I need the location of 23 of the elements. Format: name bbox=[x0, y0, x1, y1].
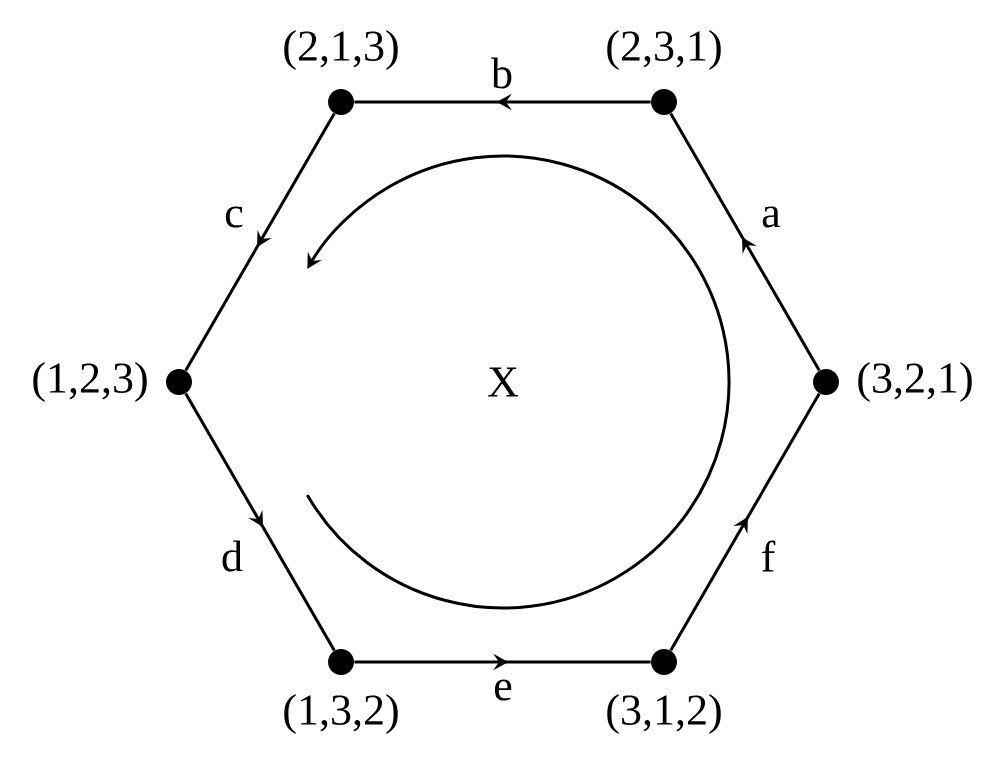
node-label: (3,2,1) bbox=[858, 362, 972, 402]
node-label: (2,3,1) bbox=[607, 30, 721, 70]
arrow bbox=[669, 112, 821, 372]
dot bbox=[328, 89, 354, 115]
arrow bbox=[669, 392, 821, 652]
node-label: (2,1,3) bbox=[284, 30, 398, 70]
arrow bbox=[184, 112, 336, 372]
node-label: (1,3,2) bbox=[284, 694, 398, 734]
center-label: X bbox=[488, 367, 519, 397]
node-label: (1,2,3) bbox=[33, 362, 147, 402]
dot bbox=[651, 89, 677, 115]
edge-label: b bbox=[491, 57, 512, 89]
dot bbox=[328, 649, 354, 675]
dot bbox=[166, 369, 192, 395]
edge-label: a bbox=[762, 206, 781, 228]
edge-label: d bbox=[222, 540, 243, 572]
node-label: (3,1,2) bbox=[607, 694, 721, 734]
edge-label: e bbox=[494, 679, 512, 701]
edge-label: c bbox=[225, 206, 243, 228]
dot bbox=[813, 369, 839, 395]
dot bbox=[651, 649, 677, 675]
edge-label: f bbox=[762, 540, 776, 572]
arrow bbox=[184, 392, 336, 652]
